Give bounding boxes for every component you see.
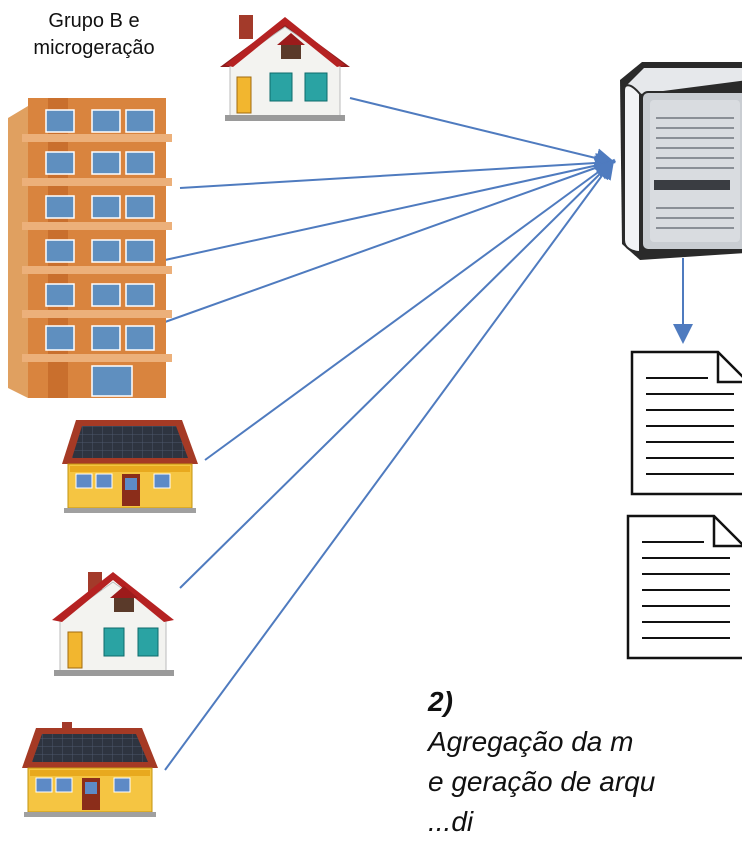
connection-line-solar-house-2 — [164, 158, 615, 771]
connection-lines — [164, 97, 693, 771]
connection-line-building-3 — [164, 157, 616, 323]
connection-line-building-2 — [164, 155, 616, 261]
connection-line-house-top — [349, 97, 616, 168]
caption-line-1-text: Agregação da m — [428, 726, 634, 757]
step-caption: 2) Agregação da m e geração de arqu ...d… — [428, 682, 742, 842]
building-icon — [8, 98, 172, 398]
group-label: Grupo B e microgeração — [0, 8, 188, 62]
caption-line-1: 2) Agregação da m — [428, 682, 742, 762]
house-icon — [220, 15, 350, 121]
house-icon — [52, 572, 174, 676]
solar-house-icon — [22, 722, 158, 817]
document-icon — [626, 514, 742, 660]
group-label-line-2: microgeração — [33, 37, 155, 59]
connection-line-building-1 — [179, 152, 616, 189]
caption-line-2: e geração de arqu — [428, 766, 656, 797]
server-icon — [620, 62, 742, 260]
solar-house-icon — [62, 420, 198, 513]
document-icon — [630, 350, 742, 496]
connection-line-house-bottom — [179, 159, 615, 589]
group-label-line-1: Grupo B e — [48, 10, 140, 32]
caption-line-3: ...di — [428, 806, 474, 837]
step-number: 2) — [428, 686, 453, 717]
connection-line-solar-house-1 — [204, 159, 616, 461]
